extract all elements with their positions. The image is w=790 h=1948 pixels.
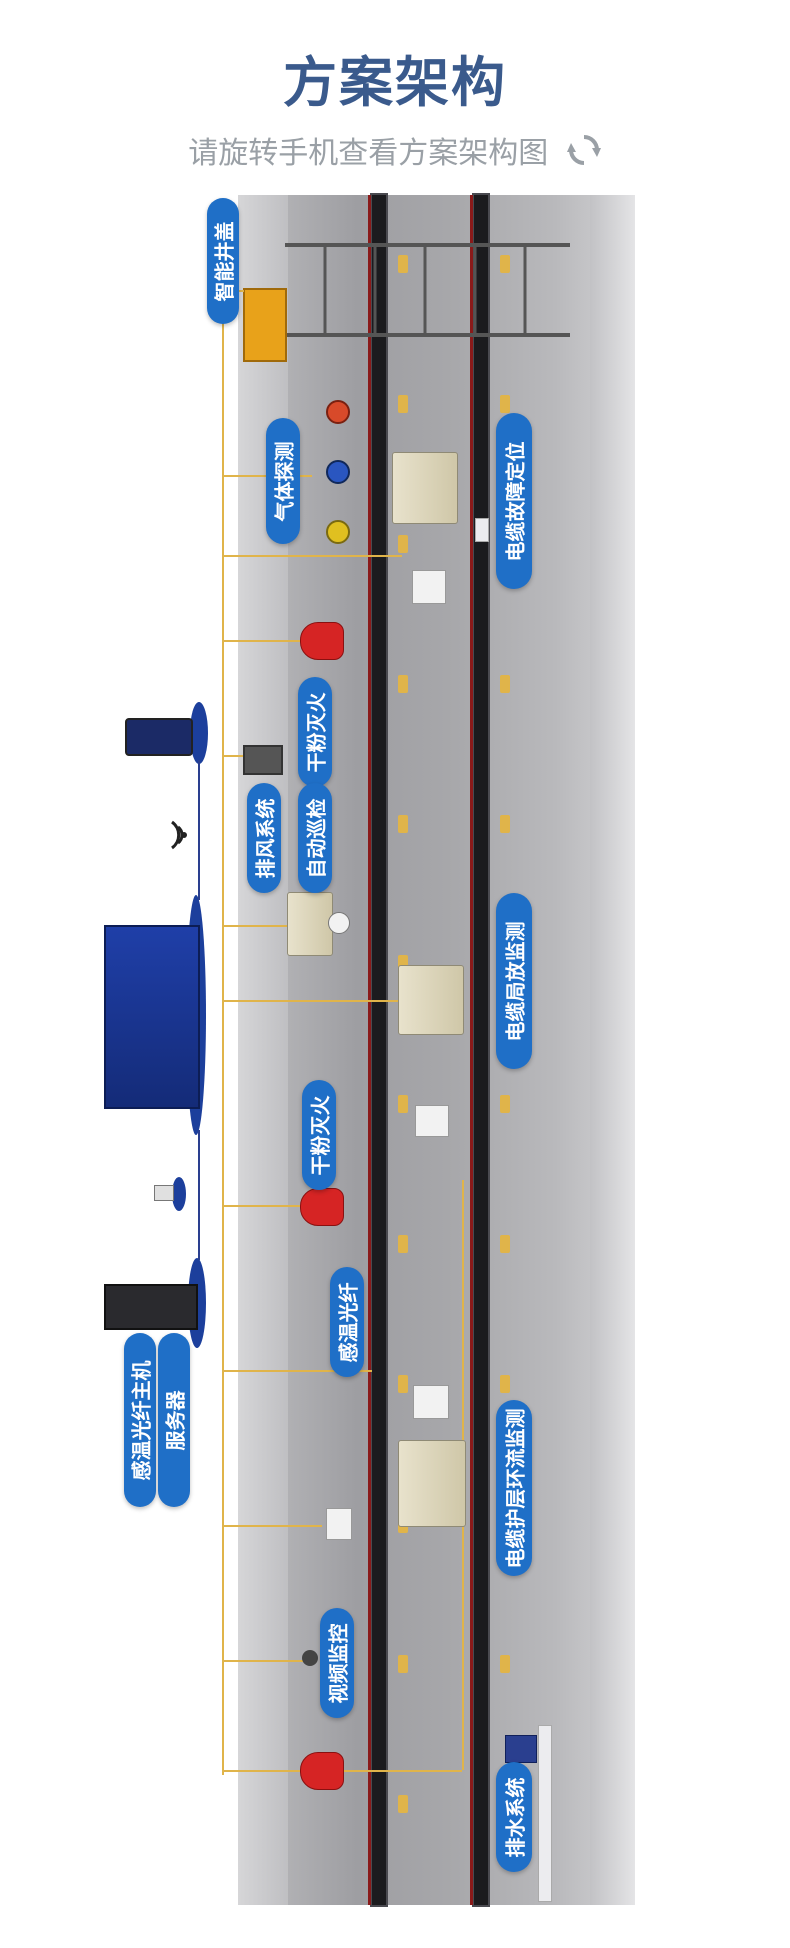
label-smart-manhole: 智能井盖 bbox=[207, 198, 239, 324]
cable-bracket bbox=[398, 255, 408, 273]
rotate-hint-text: 请旋转手机查看方案架构图 bbox=[188, 136, 549, 171]
cable-bracket bbox=[398, 395, 408, 413]
label-partial-discharge: 电缆局放监测 bbox=[496, 893, 532, 1069]
label-cable-fault: 电缆故障定位 bbox=[496, 413, 532, 589]
label-gas-detect: 气体探测 bbox=[266, 418, 300, 544]
inspection-robot bbox=[287, 892, 333, 956]
partial-discharge-device bbox=[398, 965, 464, 1035]
connector-branch bbox=[222, 755, 262, 757]
cable-clamp bbox=[475, 518, 489, 542]
connector-branch bbox=[222, 1660, 312, 1662]
gas-detector-icon bbox=[326, 400, 350, 424]
connector-branch bbox=[222, 1205, 302, 1207]
cable-bracket bbox=[500, 1235, 510, 1253]
fire-extinguisher-icon bbox=[300, 1188, 344, 1226]
gas-detector-icon bbox=[326, 520, 350, 544]
connector-branch bbox=[222, 925, 292, 927]
mobile-phone-icon bbox=[125, 718, 193, 756]
label-drainage: 排水系统 bbox=[496, 1762, 532, 1872]
label-server: 服务器 bbox=[158, 1333, 190, 1507]
rotate-icon bbox=[566, 135, 601, 165]
gas-detector-icon bbox=[326, 460, 350, 484]
partial-discharge-sensor bbox=[415, 1105, 449, 1137]
network-switch-icon bbox=[154, 1185, 174, 1201]
fire-extinguisher-icon bbox=[300, 1752, 344, 1790]
cable-bracket bbox=[398, 1095, 408, 1113]
cable-bracket bbox=[398, 1235, 408, 1253]
label-temp-fiber: 感温光纤 bbox=[330, 1267, 364, 1377]
cable-line-right bbox=[470, 195, 473, 1905]
inspection-camera-icon bbox=[328, 912, 350, 934]
cable-bracket bbox=[500, 255, 510, 273]
cable-bracket bbox=[500, 1655, 510, 1673]
cable-bracket bbox=[398, 1655, 408, 1673]
fault-location-device bbox=[392, 452, 458, 524]
sheath-current-device bbox=[398, 1440, 466, 1527]
connector-trunk bbox=[222, 290, 224, 1775]
switch-pedestal bbox=[172, 1177, 186, 1211]
fire-extinguisher-icon bbox=[300, 622, 344, 660]
page-title: 方案架构 bbox=[283, 51, 507, 114]
fan-unit bbox=[243, 745, 283, 775]
label-video: 视频监控 bbox=[320, 1608, 354, 1718]
cable-bracket bbox=[398, 1375, 408, 1393]
cable-bracket bbox=[398, 955, 408, 973]
ap-access-point bbox=[326, 1508, 352, 1540]
network-link bbox=[198, 1130, 200, 1260]
ladder-graphic bbox=[285, 243, 570, 337]
wifi-icon bbox=[171, 820, 187, 850]
cable-bracket bbox=[398, 815, 408, 833]
cable-line-left bbox=[368, 195, 371, 1905]
cable-bracket bbox=[500, 815, 510, 833]
phone-pedestal bbox=[190, 702, 208, 764]
tunnel-right-wall bbox=[590, 195, 635, 1905]
video-camera-icon bbox=[302, 1650, 318, 1666]
connector-branch bbox=[222, 1525, 322, 1527]
cable-bracket bbox=[500, 675, 510, 693]
drain-pump bbox=[505, 1735, 537, 1763]
cable-bracket bbox=[398, 675, 408, 693]
connector-branch bbox=[222, 640, 302, 642]
server-rack-icon bbox=[104, 1284, 198, 1330]
rotate-hint: 请旋转手机查看方案架构图 bbox=[0, 128, 790, 172]
network-link bbox=[198, 760, 200, 900]
cable-bracket bbox=[500, 1095, 510, 1113]
cable-bracket bbox=[398, 535, 408, 553]
connector-branch bbox=[222, 1000, 407, 1002]
label-dry-powder-2: 干粉灭火 bbox=[302, 1080, 336, 1190]
label-fiber-host: 感温光纤主机 bbox=[124, 1333, 156, 1507]
connector-branch bbox=[222, 555, 402, 557]
connector-branch bbox=[222, 1370, 372, 1372]
sheath-current-sensor bbox=[413, 1385, 449, 1419]
manhole-cover-graphic bbox=[243, 288, 287, 362]
cable-tray-right bbox=[474, 195, 488, 1905]
drain-pipe bbox=[538, 1725, 552, 1902]
cable-bracket bbox=[500, 395, 510, 413]
label-auto-inspect: 自动巡检 bbox=[298, 783, 332, 893]
label-sheath-current: 电缆护层环流监测 bbox=[496, 1400, 532, 1576]
fault-location-sensor bbox=[412, 570, 446, 604]
cable-tray-left bbox=[372, 195, 386, 1905]
label-dry-powder-1: 干粉灭火 bbox=[298, 677, 332, 787]
cable-bracket bbox=[398, 1795, 408, 1813]
label-ventilation: 排风系统 bbox=[247, 783, 281, 893]
cable-bracket bbox=[500, 1375, 510, 1393]
monitoring-screen bbox=[104, 925, 200, 1109]
